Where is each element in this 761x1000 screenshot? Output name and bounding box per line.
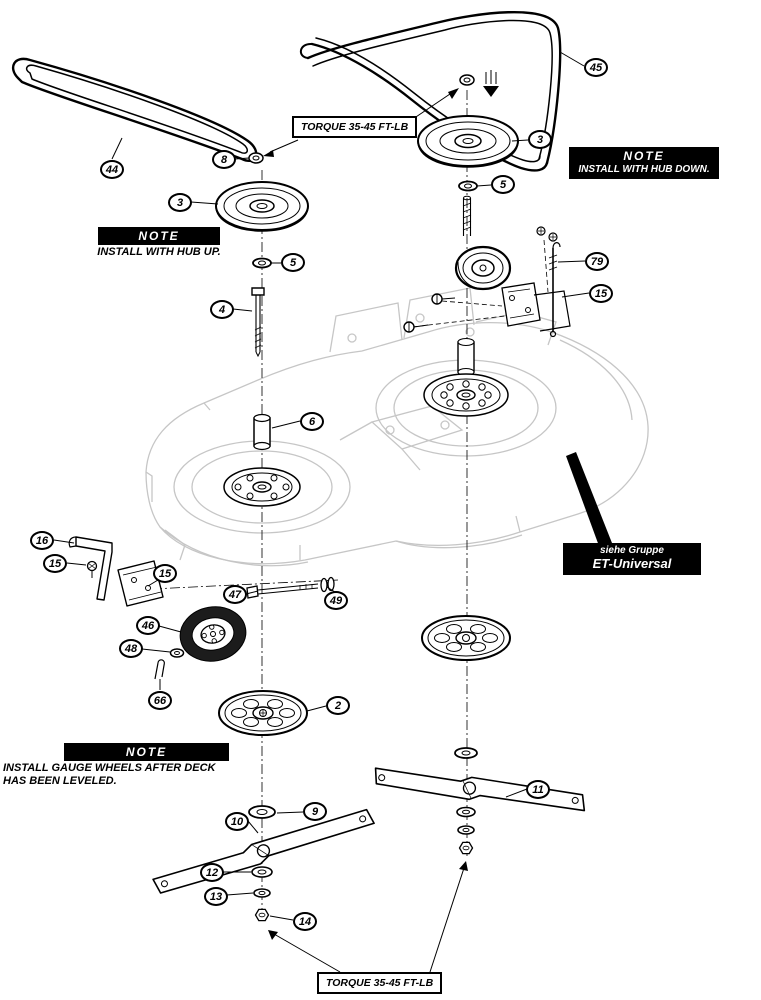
callout-4: 4 [210,300,234,319]
note-hub-up-text: INSTALL WITH HUB UP. [97,246,221,258]
spacer-right [457,337,475,377]
spindle-hub-right [423,373,509,417]
gauge-wheel-washer [169,648,185,658]
callout-16: 16 [30,531,54,550]
callout-15-left-lower: 15 [153,564,177,583]
flange-nut-left [248,152,264,164]
bell-washer-left [248,805,276,819]
mower-deck-outline [145,287,649,567]
callout-2: 2 [326,696,350,715]
cotter-pin [154,659,165,680]
callout-49: 49 [324,591,348,610]
callout-15-left-upper: 15 [43,554,67,573]
bell-washer-right [454,747,478,759]
drive-belt-left [11,57,258,162]
washers-left-lower [251,866,273,898]
torque-note-bottom: TORQUE 35-45 FT-LB [317,972,443,994]
center-lines [151,90,549,912]
callout-13: 13 [204,887,228,906]
callout-3-left: 3 [168,193,192,212]
pulley-right [417,115,519,168]
note-hub-down-text: INSTALL WITH HUB DOWN. [578,164,710,175]
hex-nut-left [254,908,270,922]
callout-44: 44 [100,160,124,179]
flange-nut-right [459,74,475,86]
callout-45: 45 [584,58,608,77]
callout-15-right: 15 [589,284,613,303]
callout-11: 11 [526,780,550,799]
group-reference-line2: ET-Universal [592,556,672,571]
washer-right-upper [458,180,478,192]
blade-left [152,808,375,894]
callout-48: 48 [119,639,143,658]
idler-assembly [403,226,571,338]
mandrel-pulley-left [218,690,308,736]
washer-left-upper [252,257,272,269]
callout-79: 79 [585,252,609,271]
hub-direction-marker [483,70,499,97]
gauge-wheel [179,606,247,662]
callout-6: 6 [300,412,324,431]
callout-10: 10 [225,812,249,831]
spacer-left [253,413,271,451]
spindle-hub-left [223,467,301,507]
callout-9: 9 [303,802,327,821]
callout-66: 66 [148,691,172,710]
blade-right [374,767,586,812]
note-gauge-line2: HAS BEEN LEVELED. [3,775,117,787]
group-reference-line1: siehe Gruppe [600,545,664,556]
callout-12: 12 [200,863,224,882]
callout-14: 14 [293,912,317,931]
torque-note-top: TORQUE 35-45 FT-LB [292,116,418,138]
group-reference-arrow [566,452,612,546]
note-hub-down: NOTE INSTALL WITH HUB DOWN. [569,147,719,179]
mandrel-pulley-right [421,615,511,661]
spindle-shaft-left [251,287,265,358]
note-gauge-line1: INSTALL GAUGE WHEELS AFTER DECK [3,762,216,774]
callout-46: 46 [136,616,160,635]
note-gauge-title: NOTE [64,743,229,761]
spindle-stud-right [462,195,472,236]
callout-5-left: 5 [281,253,305,272]
group-reference-note: siehe Gruppe ET-Universal [563,543,701,575]
washers-right-lower [456,806,476,855]
gauge-wheel-bracket [68,536,164,607]
leader-lines [53,51,590,921]
callout-3-right: 3 [528,130,552,149]
callout-5-right: 5 [491,175,515,194]
callout-47: 47 [223,585,247,604]
pulley-left [215,181,309,232]
note-hub-down-title: NOTE [623,149,665,163]
note-gauge-text: INSTALL GAUGE WHEELS AFTER DECK HAS BEEN… [3,762,253,788]
callout-8: 8 [212,150,236,169]
note-hub-up-title: NOTE [98,227,220,245]
torque-leaders [263,88,468,973]
